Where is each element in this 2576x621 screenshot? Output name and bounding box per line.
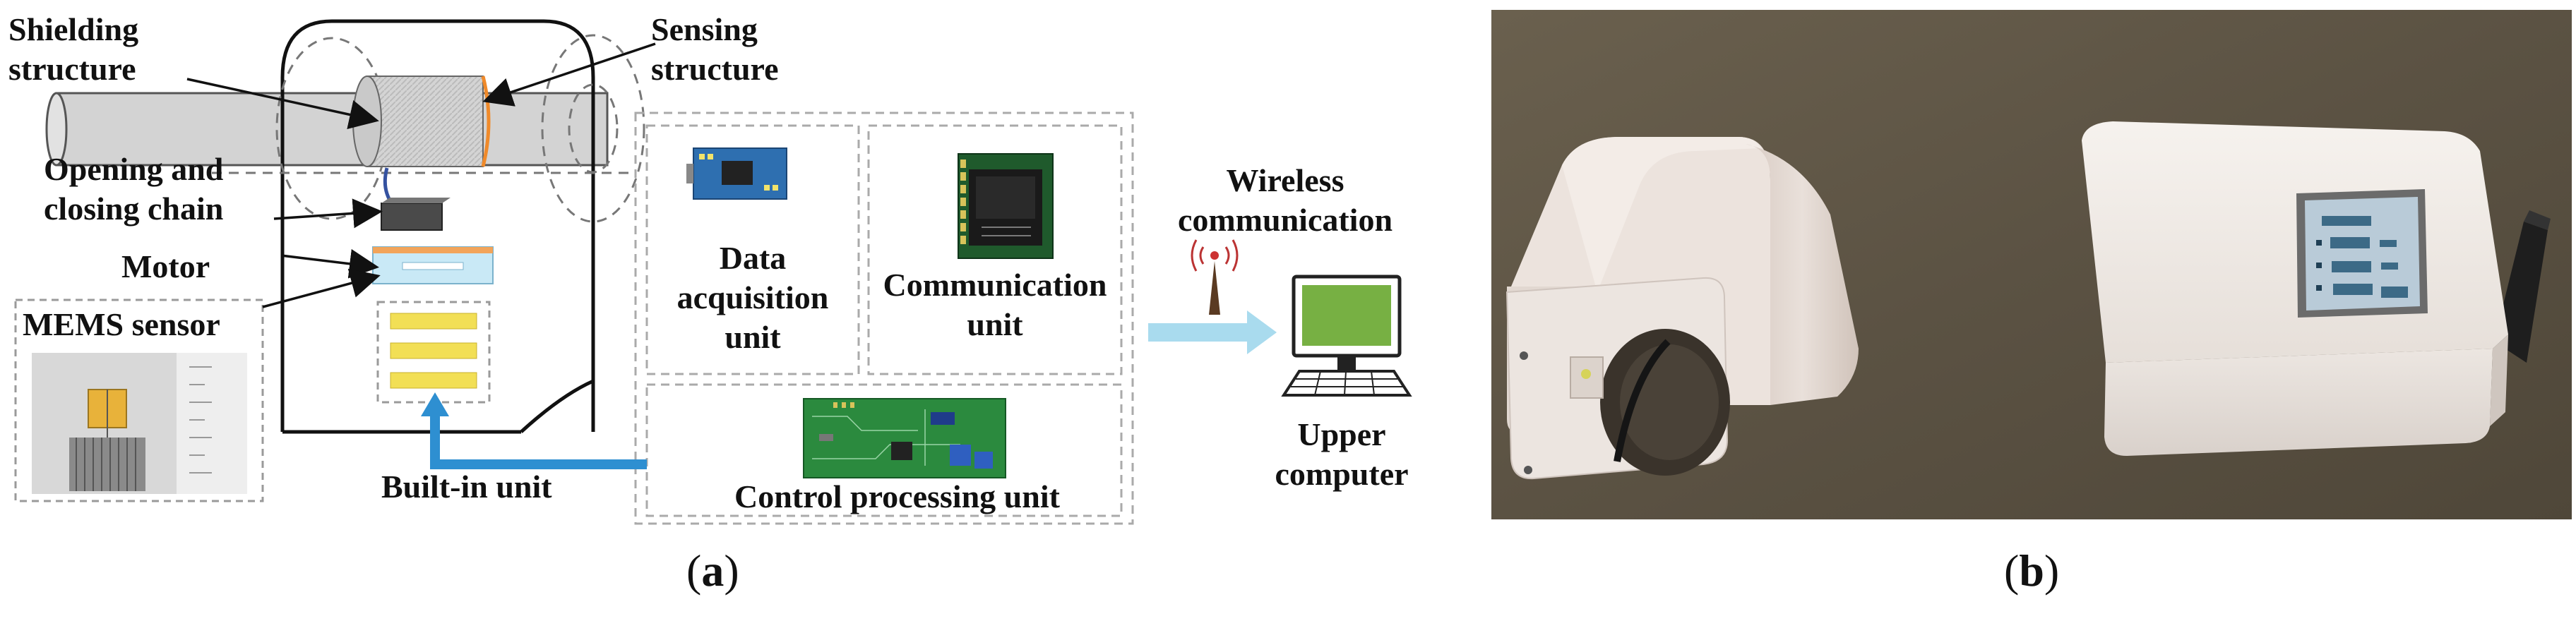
- caption-b: (b): [2004, 545, 2060, 596]
- label-opening-closing-chain: Opening and closing chain: [44, 151, 224, 227]
- mems-sensor-inset: [14, 299, 264, 502]
- pointer-arrows: [186, 42, 656, 308]
- label-built-in-unit: Built-in unit: [381, 469, 552, 505]
- label-mems-sensor: MEMS sensor: [23, 306, 220, 342]
- label-communication-unit: Communication unit: [883, 267, 1107, 343]
- shielding-cylinder: [280, 19, 595, 434]
- label-control-processing-unit: Control processing unit: [734, 478, 1060, 514]
- panel-a-diagram: [14, 19, 1412, 525]
- cable: [45, 92, 609, 167]
- label-data-acquisition-unit: Data acquisition unit: [676, 240, 829, 356]
- motor-block: [381, 198, 451, 231]
- label-upper-computer: Upper computer: [1275, 416, 1409, 493]
- sensing-core: [352, 76, 491, 167]
- label-shielding-structure: Shielding structure: [8, 11, 139, 88]
- label-sensing-structure: Sensing structure: [651, 11, 779, 88]
- mems-board: [372, 246, 494, 284]
- label-wireless-communication: Wireless communication: [1177, 162, 1393, 239]
- device-antenna: [2494, 210, 2551, 363]
- device-photo: [1491, 10, 2572, 519]
- data-acquisition-board: [686, 147, 787, 200]
- antenna-icon: [1191, 239, 1239, 315]
- caption-a: (a): [686, 545, 739, 596]
- label-motor: Motor: [121, 248, 210, 284]
- control-processing-board: [803, 398, 1006, 478]
- communication-module: [958, 153, 1054, 259]
- display-unit: [2082, 121, 2508, 456]
- control-processing-box: [645, 383, 1123, 517]
- electronics-box: [634, 111, 1134, 525]
- sensor-clamp: [1505, 137, 1859, 480]
- built-in-unit-arrow: [430, 409, 647, 469]
- communication-box: [867, 124, 1123, 375]
- wireless-arrow: [1148, 310, 1277, 354]
- computer-icon: [1281, 275, 1412, 397]
- data-acquisition-box: [645, 124, 860, 375]
- electrode-strips: [376, 301, 491, 404]
- built-in-unit-arrowhead: [421, 392, 449, 416]
